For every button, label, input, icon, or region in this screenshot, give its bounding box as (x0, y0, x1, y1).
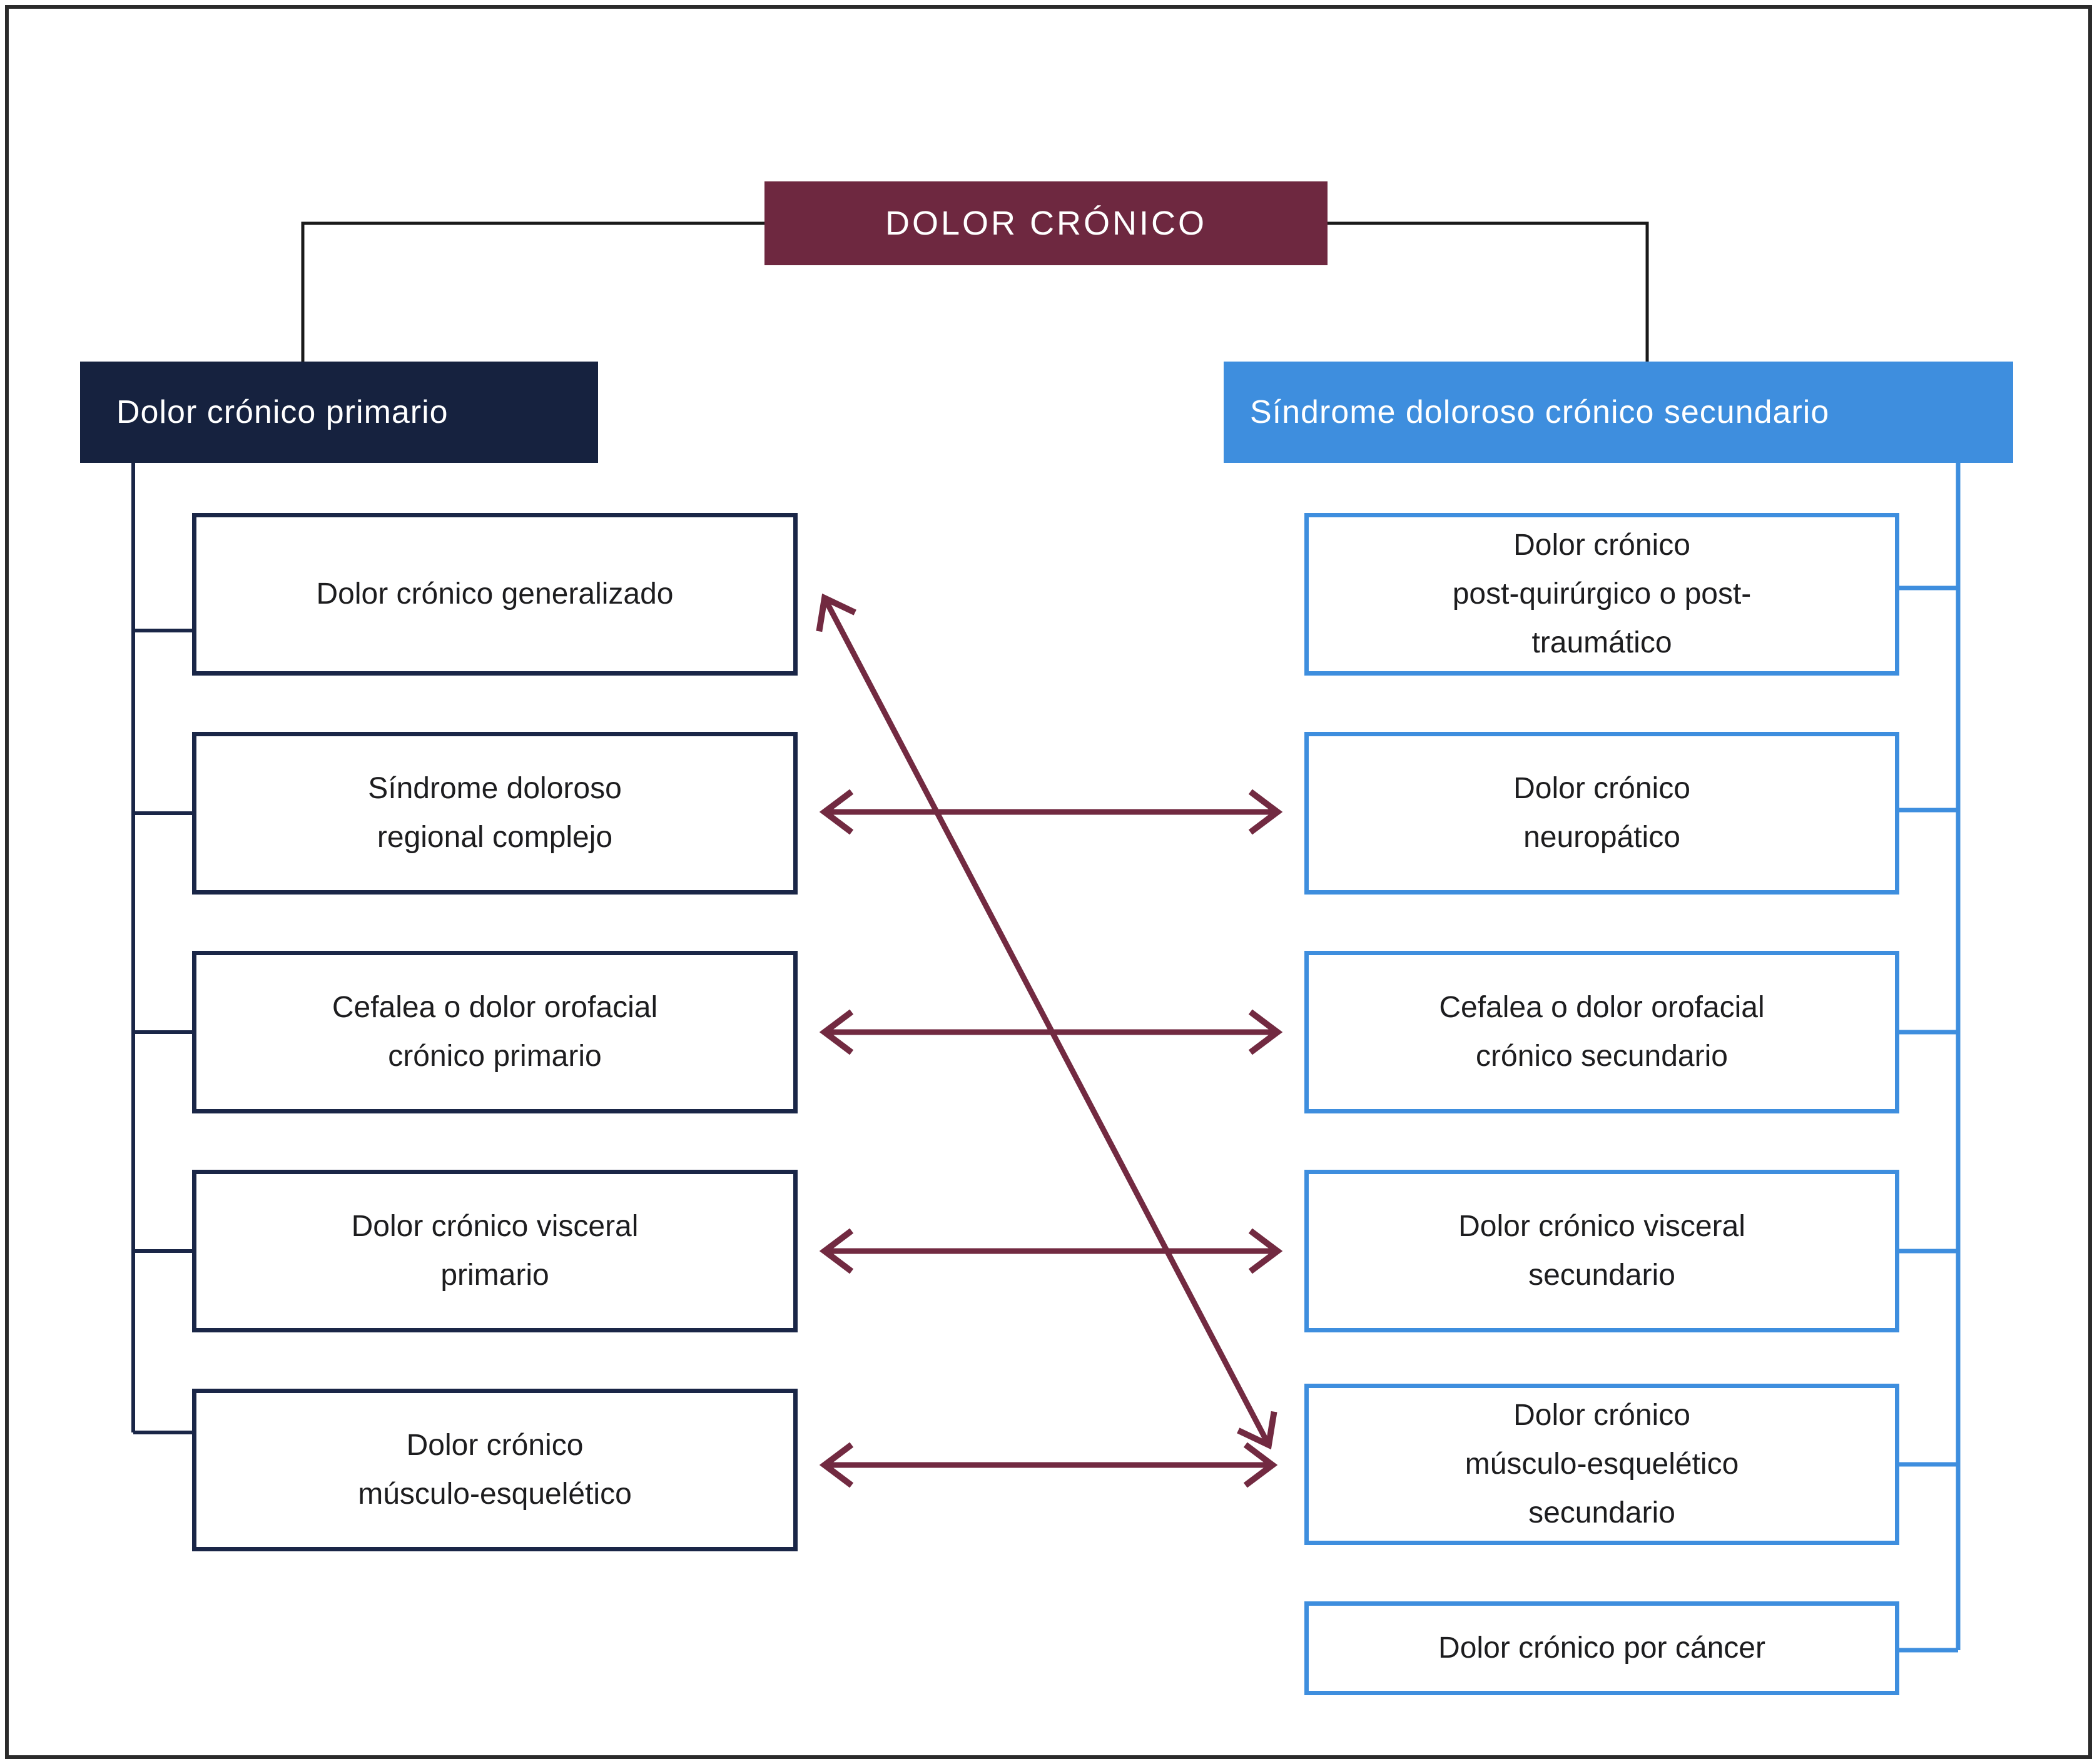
equivalence-arrows (816, 593, 1283, 1488)
node-sindrome-doloroso-regional-complejo: Síndrome doloroso regional complejo (192, 732, 798, 895)
node-dolor-cronico-visceral-secundario: Dolor crónico visceral secundario (1304, 1170, 1899, 1332)
node-dolor-cronico-musculo-esqueletico-secundario: Dolor crónico músculo-esquelético secund… (1304, 1384, 1899, 1545)
branch-header-sindrome-doloroso-cronico-secundario: Síndrome doloroso crónico secundario (1224, 362, 2013, 463)
root-node-dolor-cronico: DOLOR CRÓNICO (764, 181, 1328, 265)
arrow-generalizado-musculo (816, 593, 1277, 1450)
node-dolor-cronico-neuropatico: Dolor crónico neuropático (1304, 732, 1899, 895)
branch-header-dolor-cronico-primario: Dolor crónico primario (80, 362, 598, 463)
node-cefalea-orofacial-cronico-primario: Cefalea o dolor orofacial crónico primar… (192, 951, 798, 1113)
tree-connector-top (301, 221, 1649, 362)
node-cefalea-orofacial-cronico-secundario: Cefalea o dolor orofacial crónico secund… (1304, 951, 1899, 1113)
node-dolor-cronico-generalizado: Dolor crónico generalizado (192, 513, 798, 676)
node-dolor-cronico-musculo-esqueletico: Dolor crónico músculo-esquelético (192, 1389, 798, 1551)
left-branch-spine (131, 463, 192, 1434)
node-dolor-cronico-post-quirurgico: Dolor crónico post-quirúrgico o post- tr… (1304, 513, 1899, 676)
right-branch-spine (1899, 463, 1961, 1653)
node-dolor-cronico-visceral-primario: Dolor crónico visceral primario (192, 1170, 798, 1332)
node-dolor-cronico-por-cancer: Dolor crónico por cáncer (1304, 1601, 1899, 1695)
